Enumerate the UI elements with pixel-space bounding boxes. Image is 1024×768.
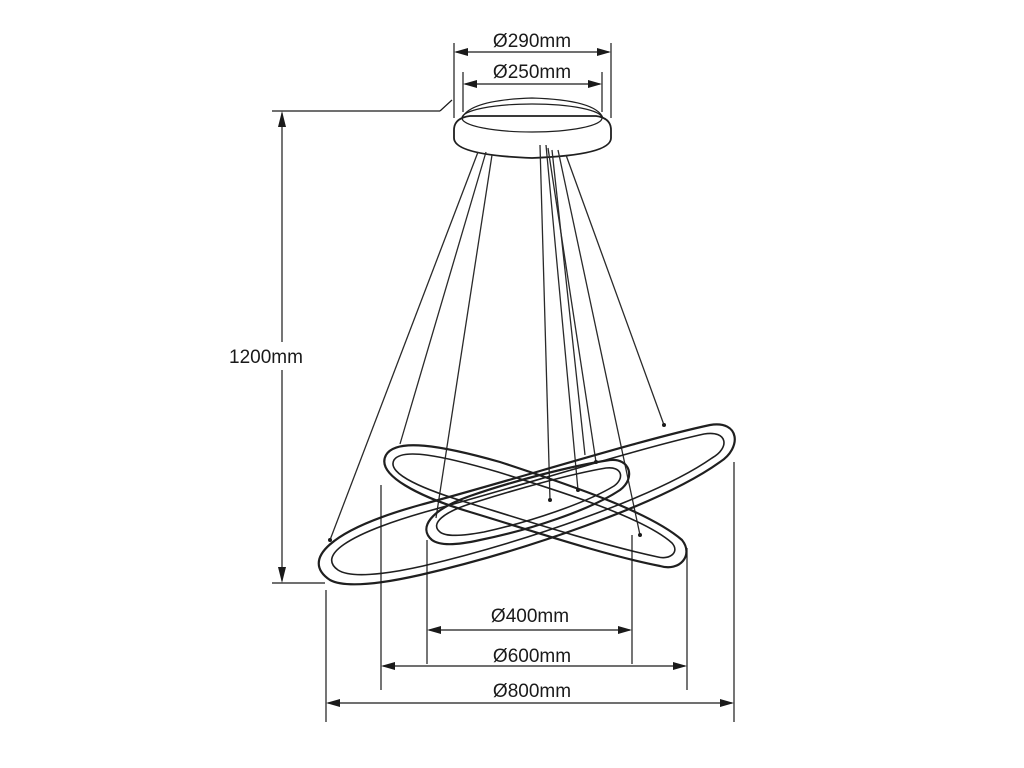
ring-medium-label: Ø600mm: [493, 646, 571, 667]
ring-dimensions: Ø400mm Ø600mm Ø800mm: [325, 462, 735, 722]
ring-large-label: Ø800mm: [493, 681, 571, 702]
hanger-points: [328, 423, 666, 542]
ring-small-400: [425, 458, 631, 546]
ring-large-800: [317, 423, 736, 586]
height-label: 1200mm: [229, 347, 303, 368]
height-dimension: 1200mm: [222, 99, 453, 584]
canopy-inner-label: Ø250mm: [493, 62, 571, 83]
canopy: [453, 97, 612, 159]
suspension-wires: [329, 144, 665, 541]
ring-small-label: Ø400mm: [491, 606, 569, 627]
canopy-dimensions: Ø290mm Ø250mm: [453, 31, 612, 118]
ring-medium-600: [383, 444, 688, 569]
canopy-outer-label: Ø290mm: [493, 31, 571, 52]
